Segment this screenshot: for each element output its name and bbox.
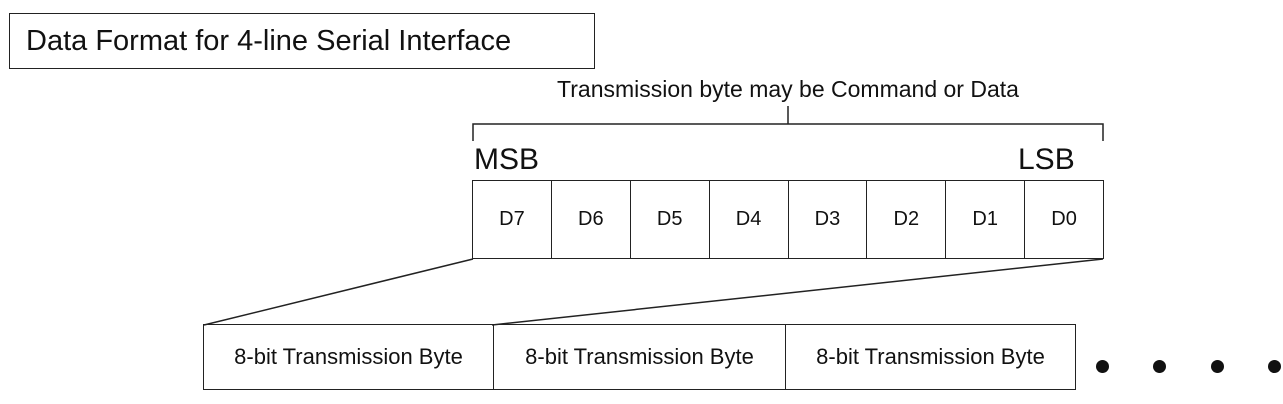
lsb-label: LSB: [1018, 143, 1075, 176]
expansion-line-left: [203, 258, 474, 326]
bit-cell-d7: D7: [499, 208, 525, 230]
bit-field: D7 D6 D5 D4 D3 D2 D1 D0: [472, 180, 1104, 259]
ellipsis-dot: [1096, 360, 1109, 373]
bit-cell-d5: D5: [629, 181, 709, 258]
bit-cell-d0: D0: [1024, 181, 1103, 258]
transmission-byte-3: 8-bit Transmission Byte: [785, 325, 1075, 389]
ellipsis-dot: [1153, 360, 1167, 373]
transmission-byte-1: 8-bit Transmission Byte: [234, 344, 463, 369]
byte-stream: 8-bit Transmission Byte 8-bit Transmissi…: [203, 324, 1076, 390]
transmission-byte-2: 8-bit Transmission Byte: [493, 325, 785, 389]
bit-cell-d6: D6: [550, 181, 630, 258]
brace-caption: Transmission byte may be Command or Data: [557, 76, 1019, 102]
msb-label: MSB: [474, 143, 540, 176]
bit-cell-d3: D3: [787, 181, 867, 258]
ellipsis-dot: [1210, 360, 1224, 373]
expansion-line-right: [491, 258, 1104, 326]
bit-cell-d4: D4: [708, 181, 788, 258]
continuation-ellipsis: [1096, 360, 1281, 376]
diagram-title: Data Format for 4-line Serial Interface: [9, 13, 595, 69]
bit-cell-d1: D1: [945, 181, 1024, 258]
brace: [472, 106, 1104, 141]
ellipsis-dot: [1267, 360, 1281, 373]
bit-cell-d2: D2: [866, 181, 945, 258]
